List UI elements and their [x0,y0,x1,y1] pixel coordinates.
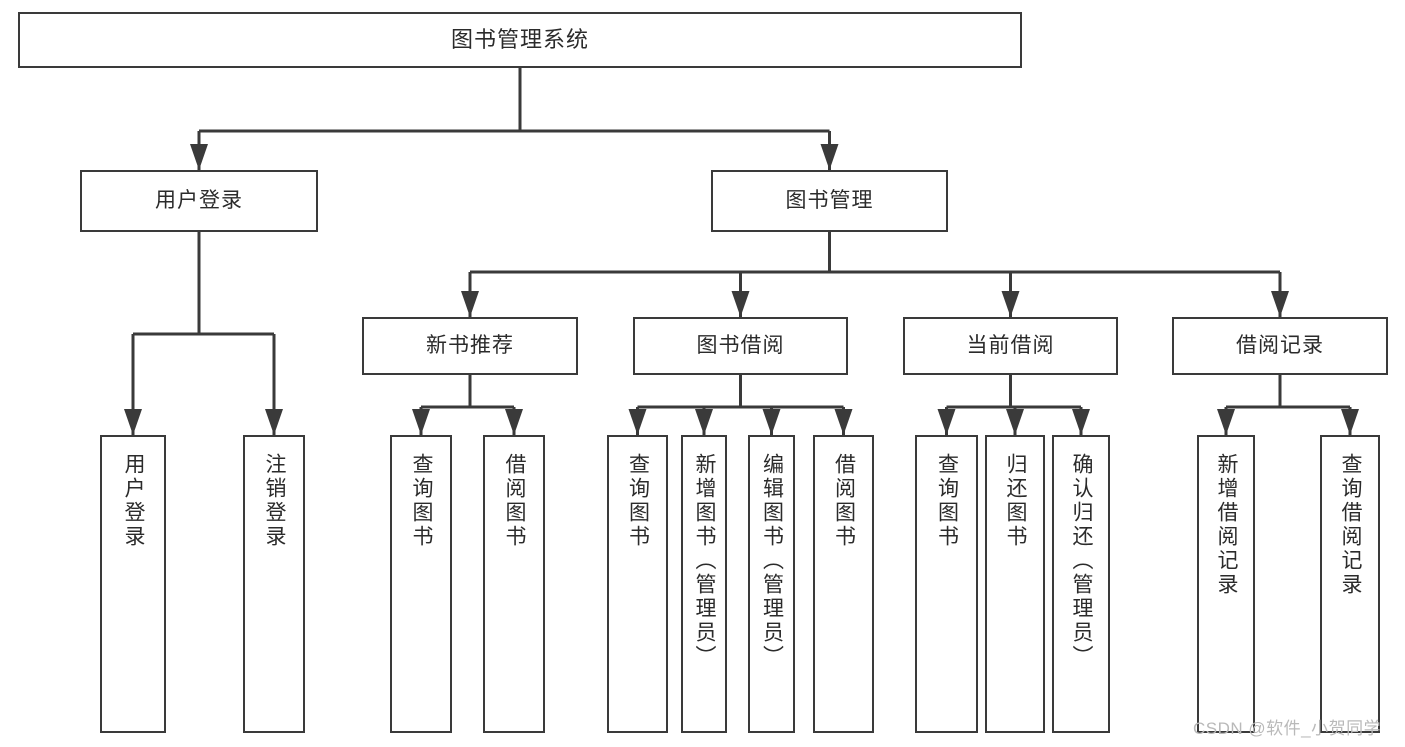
arrowhead-icon [505,409,523,435]
node-label: 图书借阅 [696,333,785,357]
arrowhead-icon [412,409,430,435]
node-label: 用户登录 [122,453,146,549]
node-borrow[interactable]: 图书借阅 [633,317,848,375]
arrowhead-icon [937,409,956,435]
node-leaf-br-add[interactable]: 新增图书（管理员） [681,435,727,733]
arrowhead-icon [190,144,208,170]
node-newbook[interactable]: 新书推荐 [362,317,578,375]
node-leaf-login-in[interactable]: 用户登录 [100,435,166,733]
node-leaf-rec-query[interactable]: 查询借阅记录 [1320,435,1380,733]
node-records[interactable]: 借阅记录 [1172,317,1388,375]
node-root[interactable]: 图书管理系统 [18,12,1022,68]
node-bookmgmt[interactable]: 图书管理 [711,170,948,232]
node-leaf-cur-confirm[interactable]: 确认归还（管理员） [1052,435,1110,733]
node-label: 新增借阅记录 [1215,453,1239,597]
node-label: 查询图书 [935,453,959,549]
arrowhead-icon [695,409,713,435]
node-label: 查询图书 [626,453,650,549]
node-label: 新增图书（管理员） [693,453,717,669]
node-current[interactable]: 当前借阅 [903,317,1118,375]
node-leaf-new-query[interactable]: 查询图书 [390,435,452,733]
arrowhead-icon [1217,409,1235,435]
node-label: 借阅图书 [832,453,856,549]
node-leaf-cur-return[interactable]: 归还图书 [985,435,1045,733]
arrowhead-icon [265,409,283,435]
arrowhead-icon [1072,409,1090,435]
node-label: 查询借阅记录 [1339,453,1363,597]
arrowhead-icon [628,409,647,435]
node-leaf-login-out[interactable]: 注销登录 [243,435,305,733]
arrowhead-icon [1001,291,1020,317]
arrowhead-icon [461,291,479,317]
node-label: 编辑图书（管理员） [760,453,784,669]
arrowhead-icon [731,291,750,317]
node-label: 用户登录 [155,188,243,212]
arrowhead-icon [820,144,839,170]
node-leaf-new-borrow[interactable]: 借阅图书 [483,435,545,733]
node-label: 查询图书 [410,453,434,549]
arrowhead-icon [1341,409,1359,435]
arrowhead-icon [124,409,142,435]
node-leaf-br-edit[interactable]: 编辑图书（管理员） [748,435,795,733]
node-leaf-br-query[interactable]: 查询图书 [607,435,668,733]
arrowhead-icon [834,409,853,435]
arrowhead-icon [1006,409,1024,435]
node-label: 图书管理系统 [450,27,589,53]
node-label: 借阅记录 [1236,333,1324,357]
csdn-watermark: CSDN @软件_小贺同学 [1193,719,1382,738]
node-leaf-br-borrow[interactable]: 借阅图书 [813,435,874,733]
node-label: 归还图书 [1004,453,1028,549]
node-label: 当前借阅 [966,333,1055,357]
node-label: 确认归还（管理员） [1070,453,1094,669]
node-label: 图书管理 [785,188,874,212]
arrowhead-icon [762,409,781,435]
node-login[interactable]: 用户登录 [80,170,318,232]
arrowhead-icon [1271,291,1289,317]
node-label: 注销登录 [263,453,287,549]
node-leaf-cur-query[interactable]: 查询图书 [915,435,978,733]
node-leaf-rec-add[interactable]: 新增借阅记录 [1197,435,1255,733]
node-label: 新书推荐 [426,333,514,357]
node-label: 借阅图书 [503,453,527,549]
